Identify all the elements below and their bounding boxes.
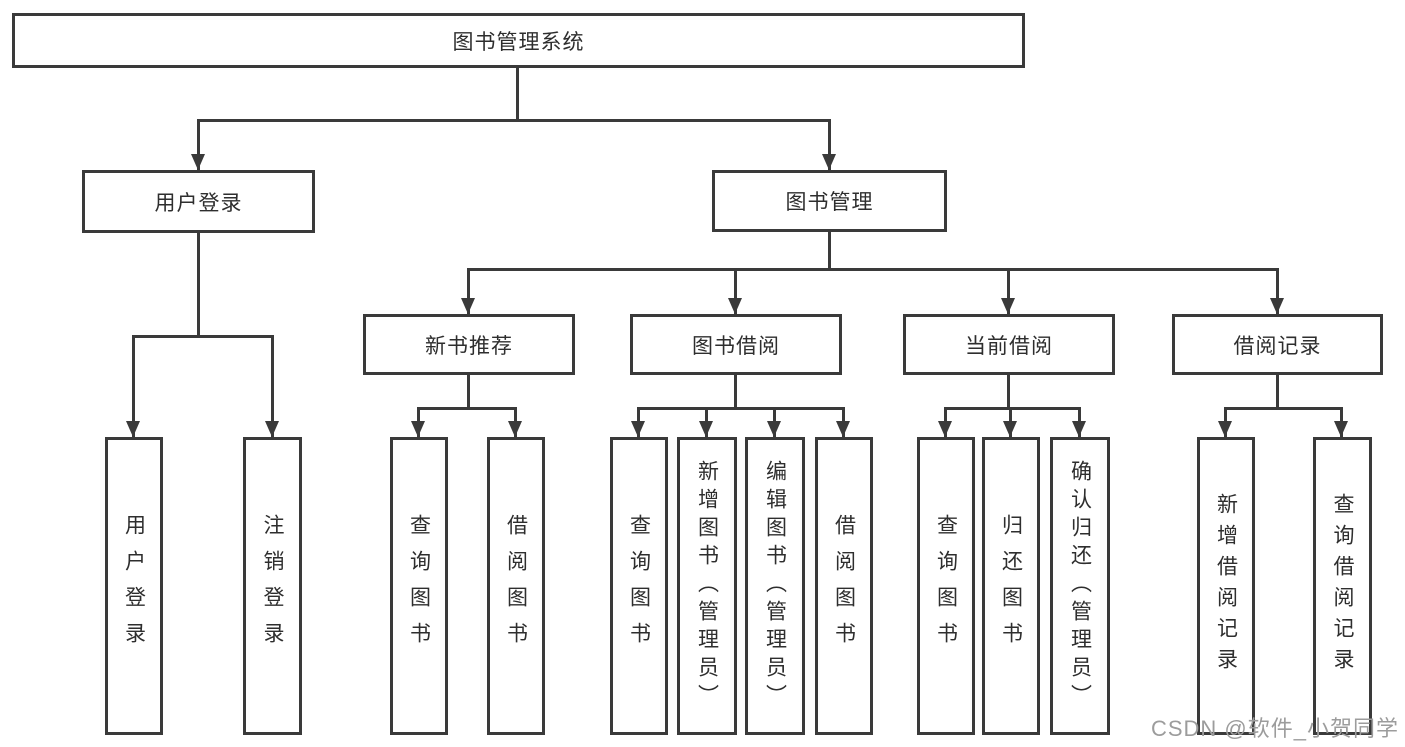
- leaf-query-books-current-label: 查询图书: [934, 514, 958, 658]
- leaf-add-books-admin-label: 新增图书（管理员）: [695, 460, 719, 712]
- leaf-query-books-borrow-label: 查询图书: [627, 514, 651, 658]
- arrow-to-query-books-d: [938, 407, 952, 437]
- leaf-return-books-label: 归还图书: [999, 514, 1023, 658]
- connector-user-login-vline: [197, 233, 200, 335]
- arrow-to-book-borrow: [728, 268, 742, 314]
- leaf-user-login-label: 用户登录: [122, 514, 146, 658]
- node-book-borrowing: 图书借阅: [630, 314, 842, 375]
- csdn-watermark: CSDN @软件_小贺同学: [1150, 716, 1399, 741]
- connector-borrow-records-vline: [1276, 375, 1279, 407]
- leaf-query-books-rec: 查询图书: [390, 437, 448, 735]
- connector-current-borrow-hline: [945, 407, 1081, 410]
- node-book-management: 图书管理: [712, 170, 947, 232]
- leaf-edit-books-admin-label: 编辑图书（管理员）: [763, 460, 787, 712]
- arrow-to-return-books: [1003, 407, 1017, 437]
- node-borrowing-records: 借阅记录: [1172, 314, 1383, 375]
- connector-book-borrow-vline: [734, 375, 737, 407]
- arrow-to-borrow-books-b: [508, 407, 522, 437]
- leaf-query-books-rec-label: 查询图书: [407, 514, 431, 658]
- arrow-to-edit-books: [767, 407, 781, 437]
- arrow-to-query-books-c: [631, 407, 645, 437]
- node-new-book-recommendation: 新书推荐: [363, 314, 575, 375]
- arrow-to-logout-leaf: [265, 335, 279, 437]
- connector-new-book-rec-vline: [467, 375, 470, 407]
- connector-book-mgmt-vline: [828, 232, 831, 268]
- arrow-to-user-login: [191, 119, 205, 170]
- arrow-to-login-leaf: [126, 335, 140, 437]
- leaf-borrow-books-rec-label: 借阅图书: [504, 514, 528, 658]
- node-library-management-system: 图书管理系统: [12, 13, 1025, 68]
- arrow-to-current-borrow: [1001, 268, 1015, 314]
- connector-root-hline: [197, 119, 831, 122]
- leaf-borrow-books-label: 借阅图书: [832, 514, 856, 658]
- leaf-user-login: 用户登录: [105, 437, 163, 735]
- connector-root-vline: [516, 68, 519, 119]
- connector-user-login-hline: [133, 335, 274, 338]
- arrow-to-add-borrow-record: [1218, 407, 1232, 437]
- leaf-return-books: 归还图书: [982, 437, 1040, 735]
- arrow-to-add-books: [699, 407, 713, 437]
- leaf-logout: 注销登录: [243, 437, 302, 735]
- connector-new-book-rec-hline: [418, 407, 517, 410]
- leaf-logout-label: 注销登录: [261, 514, 284, 658]
- leaf-edit-books-admin: 编辑图书（管理员）: [745, 437, 805, 735]
- leaf-add-books-admin: 新增图书（管理员）: [677, 437, 737, 735]
- leaf-add-borrow-record-label: 新增借阅记录: [1214, 493, 1238, 679]
- leaf-query-borrow-record: 查询借阅记录: [1313, 437, 1372, 735]
- leaf-borrow-books-rec: 借阅图书: [487, 437, 545, 735]
- arrow-to-confirm-return: [1072, 407, 1086, 437]
- leaf-confirm-return-admin: 确认归还（管理员）: [1050, 437, 1110, 735]
- leaf-borrow-books: 借阅图书: [815, 437, 873, 735]
- node-user-login: 用户登录: [82, 170, 315, 233]
- leaf-confirm-return-admin-label: 确认归还（管理员）: [1068, 460, 1092, 712]
- leaf-query-borrow-record-label: 查询借阅记录: [1331, 493, 1354, 679]
- leaf-query-books-current: 查询图书: [917, 437, 975, 735]
- arrow-to-query-borrow-record: [1334, 407, 1348, 437]
- node-current-borrowing: 当前借阅: [903, 314, 1115, 375]
- leaf-query-books-borrow: 查询图书: [610, 437, 668, 735]
- arrow-to-borrow-books-c: [836, 407, 850, 437]
- arrow-to-book-mgmt: [822, 119, 836, 170]
- connector-borrow-records-hline: [1225, 407, 1343, 410]
- arrow-to-new-book-rec: [461, 268, 475, 314]
- arrow-to-query-books-b: [411, 407, 425, 437]
- leaf-add-borrow-record: 新增借阅记录: [1197, 437, 1255, 735]
- arrow-to-borrow-records: [1270, 268, 1284, 314]
- connector-book-borrow-hline: [638, 407, 845, 410]
- connector-book-mgmt-hline: [468, 268, 1279, 271]
- connector-current-borrow-vline: [1007, 375, 1010, 407]
